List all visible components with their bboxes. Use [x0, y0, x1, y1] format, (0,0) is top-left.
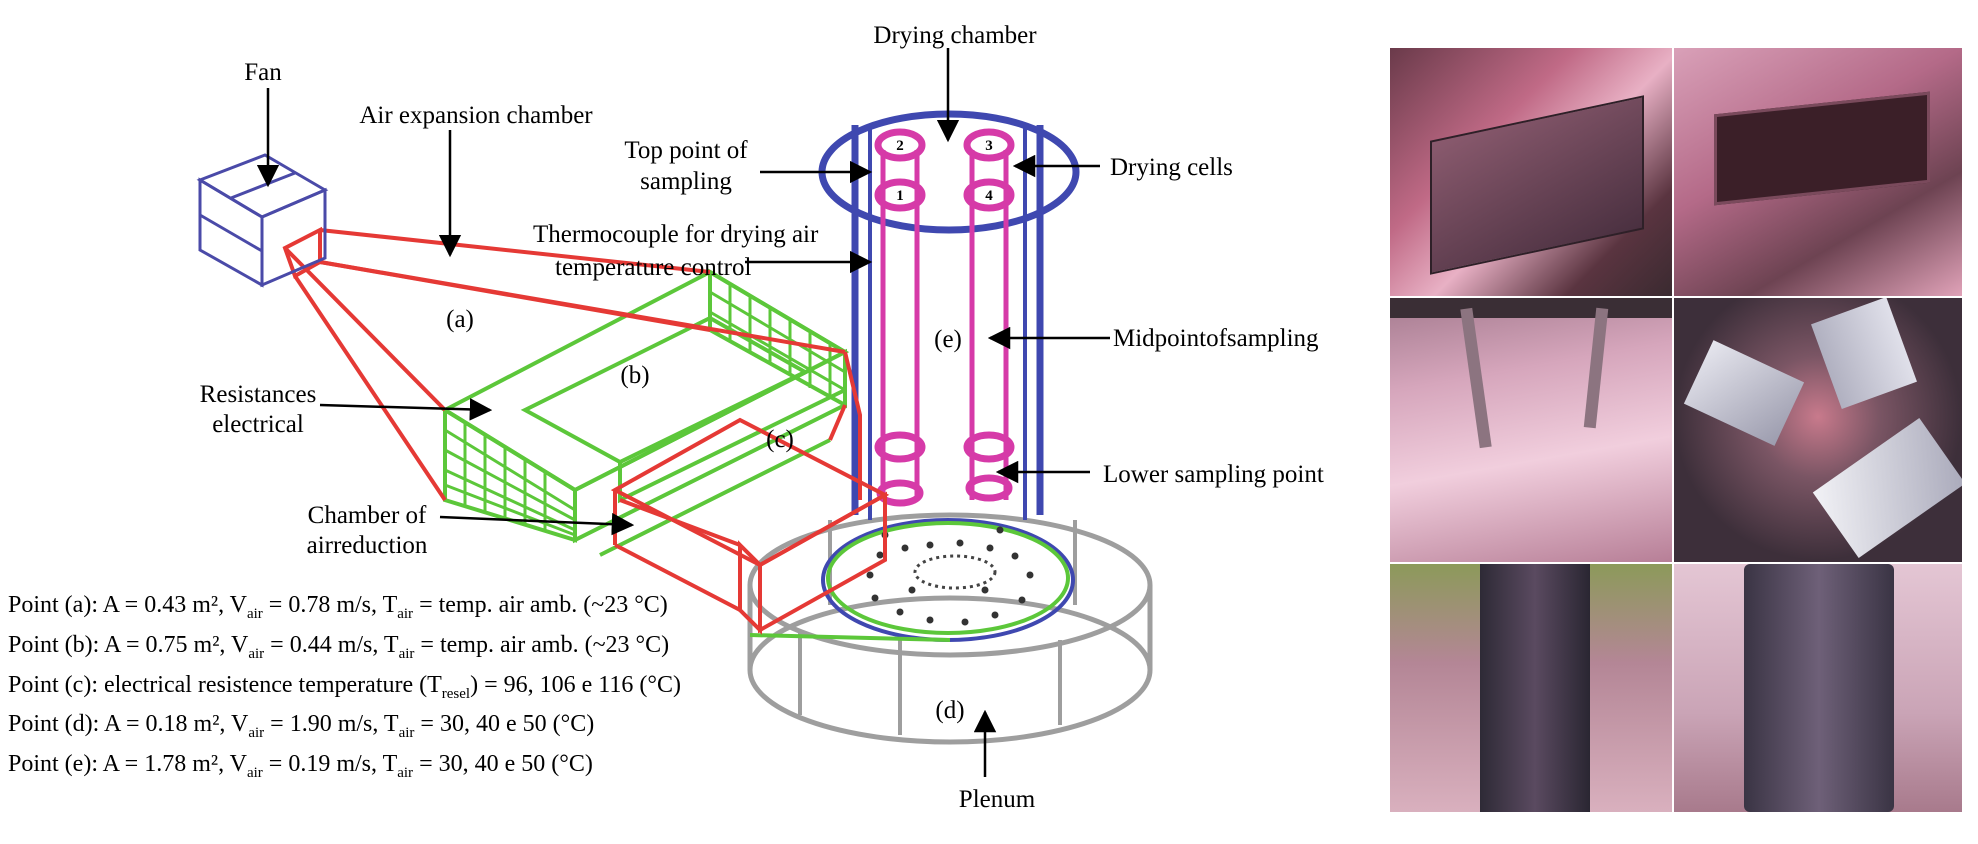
- cell-number-2: 2: [896, 138, 904, 154]
- photo-plenum-interior: [1390, 298, 1672, 562]
- label-point-c: (c): [766, 426, 794, 453]
- fan-cube: [196, 153, 329, 288]
- drying-cells: [874, 128, 1015, 507]
- legend-row-e: Point (e): A = 1.78 m², Vair = 0.19 m/s,…: [8, 751, 593, 781]
- label-point-a: (a): [446, 306, 474, 333]
- label-point-b: (b): [620, 362, 649, 389]
- label-point-d: (d): [935, 697, 964, 724]
- cell-number-4: 4: [985, 188, 993, 204]
- photo-cell-floor: [1674, 298, 1962, 562]
- chamber-arrow: [439, 512, 635, 536]
- label-air-expansion-chamber: Air expansion chamber: [359, 102, 593, 129]
- photo-dryer-exterior-1: [1390, 564, 1672, 812]
- perforated-floor: [821, 518, 1075, 642]
- cell-number-1: 1: [896, 188, 904, 204]
- photo-dryer-exterior-2: [1674, 564, 1962, 812]
- dryer-schematic: 2 3 1 4: [196, 22, 1324, 813]
- label-drying-chamber: Drying chamber: [873, 22, 1037, 49]
- label-resistances-line2: electrical: [212, 411, 304, 438]
- legend-row-a: Point (a): A = 0.43 m², Vair = 0.78 m/s,…: [8, 592, 668, 622]
- label-point-e: (e): [934, 326, 962, 353]
- label-midpoint: Midpointofsampling: [1113, 325, 1319, 352]
- resistance-box: [440, 268, 951, 642]
- label-thermocouple-line2: temperature control: [555, 254, 751, 281]
- photo-air-expansion-chamber-closed: [1390, 48, 1672, 296]
- label-thermocouple-line1: Thermocouple for drying air: [533, 221, 819, 248]
- legend-row-d: Point (d): A = 0.18 m², Vair = 1.90 m/s,…: [8, 711, 595, 742]
- label-drying-cells: Drying cells: [1110, 154, 1233, 181]
- photo-grid: [1390, 48, 1962, 812]
- label-top-point-line2: sampling: [640, 168, 732, 195]
- resistances-arrow: [319, 398, 493, 421]
- label-chamber-line1: Chamber of: [308, 502, 427, 529]
- label-lower-sampling: Lower sampling point: [1103, 461, 1324, 488]
- label-resistances-line1: Resistances: [200, 381, 317, 408]
- legend-row-c: Point (c): electrical resistence tempera…: [8, 671, 681, 702]
- photo-air-expansion-chamber-open: [1674, 48, 1962, 296]
- legend-row-b: Point (b): A = 0.75 m², Vair = 0.44 m/s,…: [8, 631, 670, 662]
- callout-arrows: [256, 48, 1110, 777]
- point-legend: Point (a): A = 0.43 m², Vair = 0.78 m/s,…: [8, 590, 681, 789]
- label-plenum: Plenum: [959, 786, 1036, 813]
- air-expansion-duct: [282, 226, 890, 635]
- label-fan: Fan: [244, 59, 282, 86]
- label-top-point-line1: Top point of: [624, 137, 748, 164]
- cell-number-3: 3: [985, 138, 993, 154]
- label-chamber-line2: airreduction: [307, 532, 428, 559]
